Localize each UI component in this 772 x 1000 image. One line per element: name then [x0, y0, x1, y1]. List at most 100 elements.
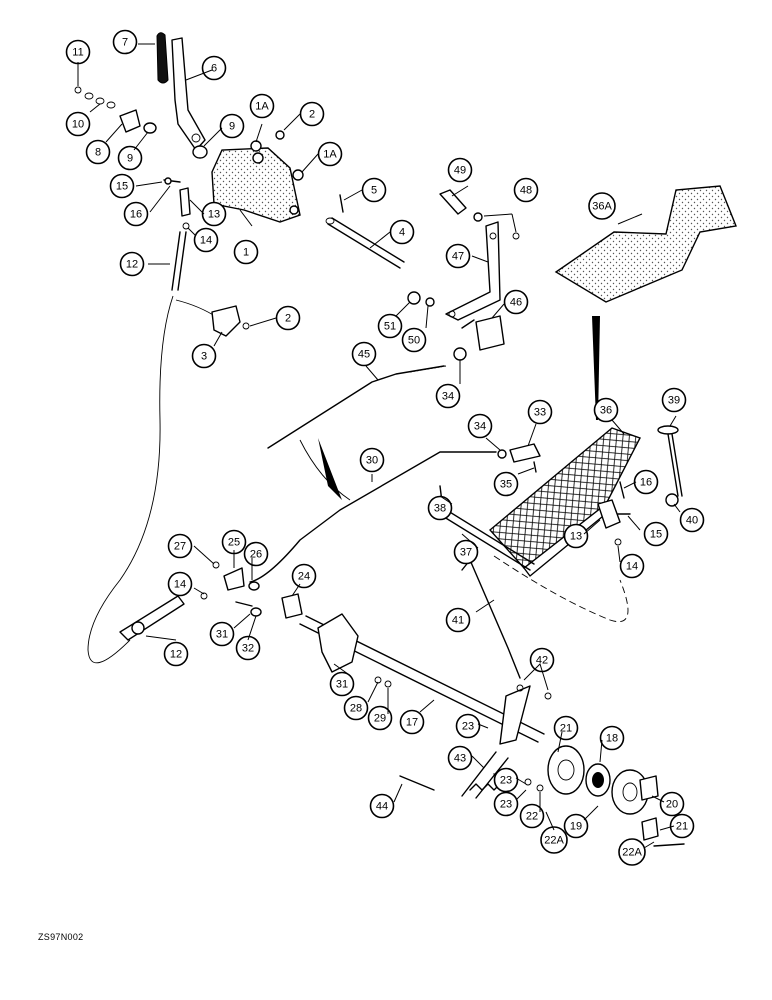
callout-circle — [201, 55, 227, 81]
callout-bubble: 22 — [519, 803, 545, 829]
callout-bubble: 34 — [435, 383, 461, 409]
callout-number: 45 — [358, 349, 370, 361]
callout-bubble: 22A — [618, 838, 646, 866]
callout-number: 10 — [72, 119, 84, 131]
callout-number: 11 — [72, 47, 83, 59]
callout-bubble: 21 — [553, 715, 579, 741]
callout-circle — [317, 141, 343, 167]
callout-number: 32 — [242, 643, 254, 655]
leader-lines — [77, 43, 681, 849]
callout-bubble: 11 — [65, 39, 91, 65]
callout-bubble: 30 — [359, 447, 385, 473]
callout-circle — [377, 313, 403, 339]
callout-circle — [235, 635, 261, 661]
callout-number: 27 — [174, 541, 186, 553]
throttle-rod — [249, 451, 497, 583]
callout-number: 12 — [126, 259, 138, 271]
callout-number: 35 — [500, 479, 512, 491]
callout-bubble: 1 — [233, 239, 259, 265]
callout-number: 13 — [570, 531, 582, 543]
callout-number: 49 — [454, 165, 466, 177]
callout-number: 30 — [366, 455, 378, 467]
callout-circle — [249, 93, 275, 119]
callout-circle — [540, 826, 568, 854]
callout-bubble: 36A — [588, 192, 616, 220]
callout-bubble: 45 — [351, 341, 377, 367]
callout-circle — [201, 201, 227, 227]
callout-number: 14 — [174, 579, 186, 591]
callout-bubble: 48 — [513, 177, 539, 203]
callout-number: 33 — [534, 407, 546, 419]
callout-circle — [351, 341, 377, 367]
callout-circle — [233, 239, 259, 265]
callout-circle — [85, 139, 111, 165]
callout-bubble: 28 — [343, 695, 369, 721]
plate — [119, 109, 141, 133]
callout-circle — [593, 397, 619, 423]
callout-number: 2 — [309, 109, 315, 121]
callout-circle — [493, 471, 519, 497]
callout-circle — [65, 111, 91, 137]
callout-circle — [361, 177, 387, 203]
callout-bubble: 8 — [85, 139, 111, 165]
callout-bubble: 46 — [503, 289, 529, 315]
shaft-bracket — [317, 613, 359, 673]
callout-circle — [493, 791, 519, 817]
callout-bubble: 50 — [401, 327, 427, 353]
washer — [84, 92, 94, 100]
callout-bubble: 26 — [243, 541, 269, 567]
callout-bubble: 24 — [291, 563, 317, 589]
callout-bubble: 17 — [399, 709, 425, 735]
callout-circle — [599, 725, 625, 751]
pivot-rod — [327, 217, 405, 269]
callout-number: 22 — [526, 811, 538, 823]
callout-number: 21 — [676, 821, 688, 833]
callout-bubble: 5 — [361, 177, 387, 203]
callout-bubble: 38 — [427, 495, 453, 521]
callout-number: 50 — [408, 335, 420, 347]
callout-circle — [447, 745, 473, 771]
callout-circle — [659, 791, 685, 817]
link-plate — [445, 221, 501, 321]
callout-number: 46 — [510, 297, 522, 309]
washer — [95, 97, 105, 105]
washer — [192, 145, 208, 159]
callout-number: 6 — [211, 63, 217, 75]
callout-circle — [367, 705, 393, 731]
callout-circle — [467, 413, 493, 439]
callout-number: 40 — [686, 515, 698, 527]
callout-bubble: 49 — [447, 157, 473, 183]
callout-circle — [163, 641, 189, 667]
callout-circle — [643, 521, 669, 547]
callout-circle — [329, 671, 355, 697]
callout-number: 13 — [208, 209, 220, 221]
callout-bubble: 9 — [117, 145, 143, 171]
callout-circle — [453, 539, 479, 565]
callout-circle — [553, 715, 579, 741]
callout-circle — [343, 695, 369, 721]
callout-bubble: 2 — [275, 305, 301, 331]
callout-number: 14 — [626, 561, 638, 573]
washer — [143, 122, 157, 134]
callout-bubble: 43 — [447, 745, 473, 771]
callout-number: 5 — [371, 185, 377, 197]
callout-bubble: 16 — [633, 469, 659, 495]
callout-circle — [455, 713, 481, 739]
spacer — [475, 315, 505, 351]
callout-circle — [633, 469, 659, 495]
linkage-group — [267, 189, 520, 501]
callout-number: 36 — [600, 405, 612, 417]
lever-grip — [156, 32, 169, 84]
callout-circle — [493, 767, 519, 793]
figure-reference-code: ZS97N002 — [38, 932, 84, 942]
swivel — [223, 567, 245, 591]
callout-bubble: 4 — [389, 219, 415, 245]
callout-number: 15 — [650, 529, 662, 541]
callout-number: 25 — [228, 537, 240, 549]
callout-circle — [123, 201, 149, 227]
callout-bubble: 21 — [669, 813, 695, 839]
bolt — [439, 189, 467, 215]
callout-number: 39 — [668, 395, 680, 407]
callout-number: 34 — [474, 421, 486, 433]
callout-circle — [219, 113, 245, 139]
